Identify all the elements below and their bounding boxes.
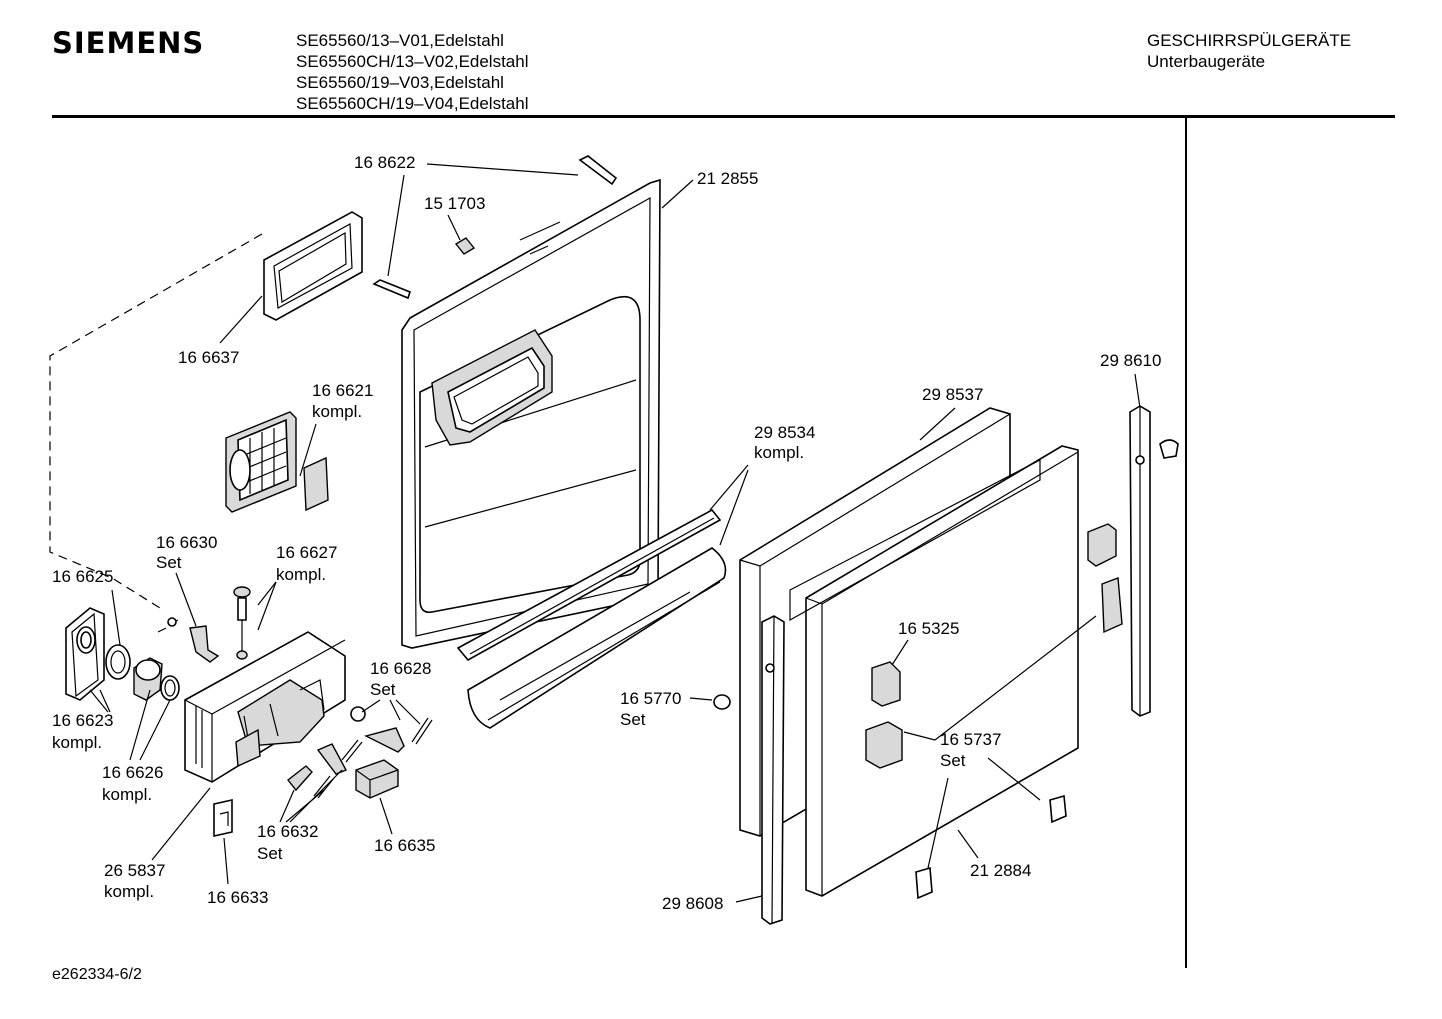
model-list: SE65560/13–V01,Edelstahl SE65560CH/13–V0… [296,30,529,114]
part-label: 16 6625 [52,567,113,586]
part-note: kompl. [52,733,102,752]
leader-lines [89,163,1141,903]
part-note: Set [370,680,396,699]
latch-set [350,706,433,753]
hinge-brackets [865,523,1123,900]
assembly-dashed-line [49,233,263,609]
model-line: SE65560CH/13–V02,Edelstahl [296,52,529,71]
part-note: kompl. [104,882,154,901]
spring-pin-set [157,617,220,663]
part-label: 16 6632 [257,822,318,841]
door-skin [789,445,1079,897]
category-subtitle: Unterbaugeräte [1147,52,1266,71]
margin-divider [1185,118,1187,968]
drawing-id: e262334-6/2 [52,966,142,983]
bottom-trim-strip [456,508,727,729]
part-label: 16 5325 [898,619,959,638]
part-label: 29 8608 [662,894,723,913]
part-note: Set [940,751,966,770]
side-strip-right [1129,405,1179,717]
seal-ring [105,644,131,680]
part-label: 16 6628 [370,659,431,678]
part-label: 21 2884 [970,861,1031,880]
brand-logo: SIEMENS [52,26,205,60]
part-note: kompl. [102,785,152,804]
category-block: GESCHIRRSPÜLGERÄTE Unterbaugeräte [1147,30,1351,72]
model-line: SE65560/19–V03,Edelstahl [296,73,504,92]
part-label: 29 8537 [922,385,983,404]
side-strip-left [761,615,785,925]
hooks-set [287,739,363,799]
screws [372,155,731,710]
part-note: Set [257,844,283,863]
part-label: 21 2855 [697,169,758,188]
part-label: 16 6627 [276,543,337,562]
category-title: GESCHIRRSPÜLGERÄTE [1147,31,1352,50]
model-line: SE65560CH/19–V04,Edelstahl [296,94,529,113]
door-switch [355,759,399,799]
part-note: Set [156,553,182,572]
part-label: 16 6621 [312,381,373,400]
inner-door-panel [401,178,661,649]
clip [213,799,233,837]
part-label: 29 8534 [754,423,815,442]
dispenser-lid [65,607,105,701]
dosing-knob [133,657,180,701]
part-label: 16 6630 [156,533,217,552]
gasket-frame [263,211,363,321]
part-label: 16 6633 [207,888,268,907]
part-labels: 16 8622 15 1703 21 2855 16 6637 16 6621 … [52,153,1161,913]
part-label: 16 5770 [620,689,681,708]
control-housing [184,631,346,783]
part-note: Set [620,710,646,729]
part-label: 16 6637 [178,348,239,367]
part-label: 16 6635 [374,836,435,855]
part-note: kompl. [754,443,804,462]
part-label: 16 5737 [940,730,1001,749]
dispenser-insert [225,411,329,513]
part-label: 16 8622 [354,153,415,172]
part-label: 16 6626 [102,763,163,782]
part-note: kompl. [312,402,362,421]
part-label: 16 6623 [52,711,113,730]
part-label: 15 1703 [424,194,485,213]
header-divider [52,115,1395,118]
release-rod [233,586,251,660]
part-label: 29 8610 [1100,351,1161,370]
model-line: SE65560/13–V01,Edelstahl [296,31,504,50]
part-label: 26 5837 [104,861,165,880]
part-note: kompl. [276,565,326,584]
